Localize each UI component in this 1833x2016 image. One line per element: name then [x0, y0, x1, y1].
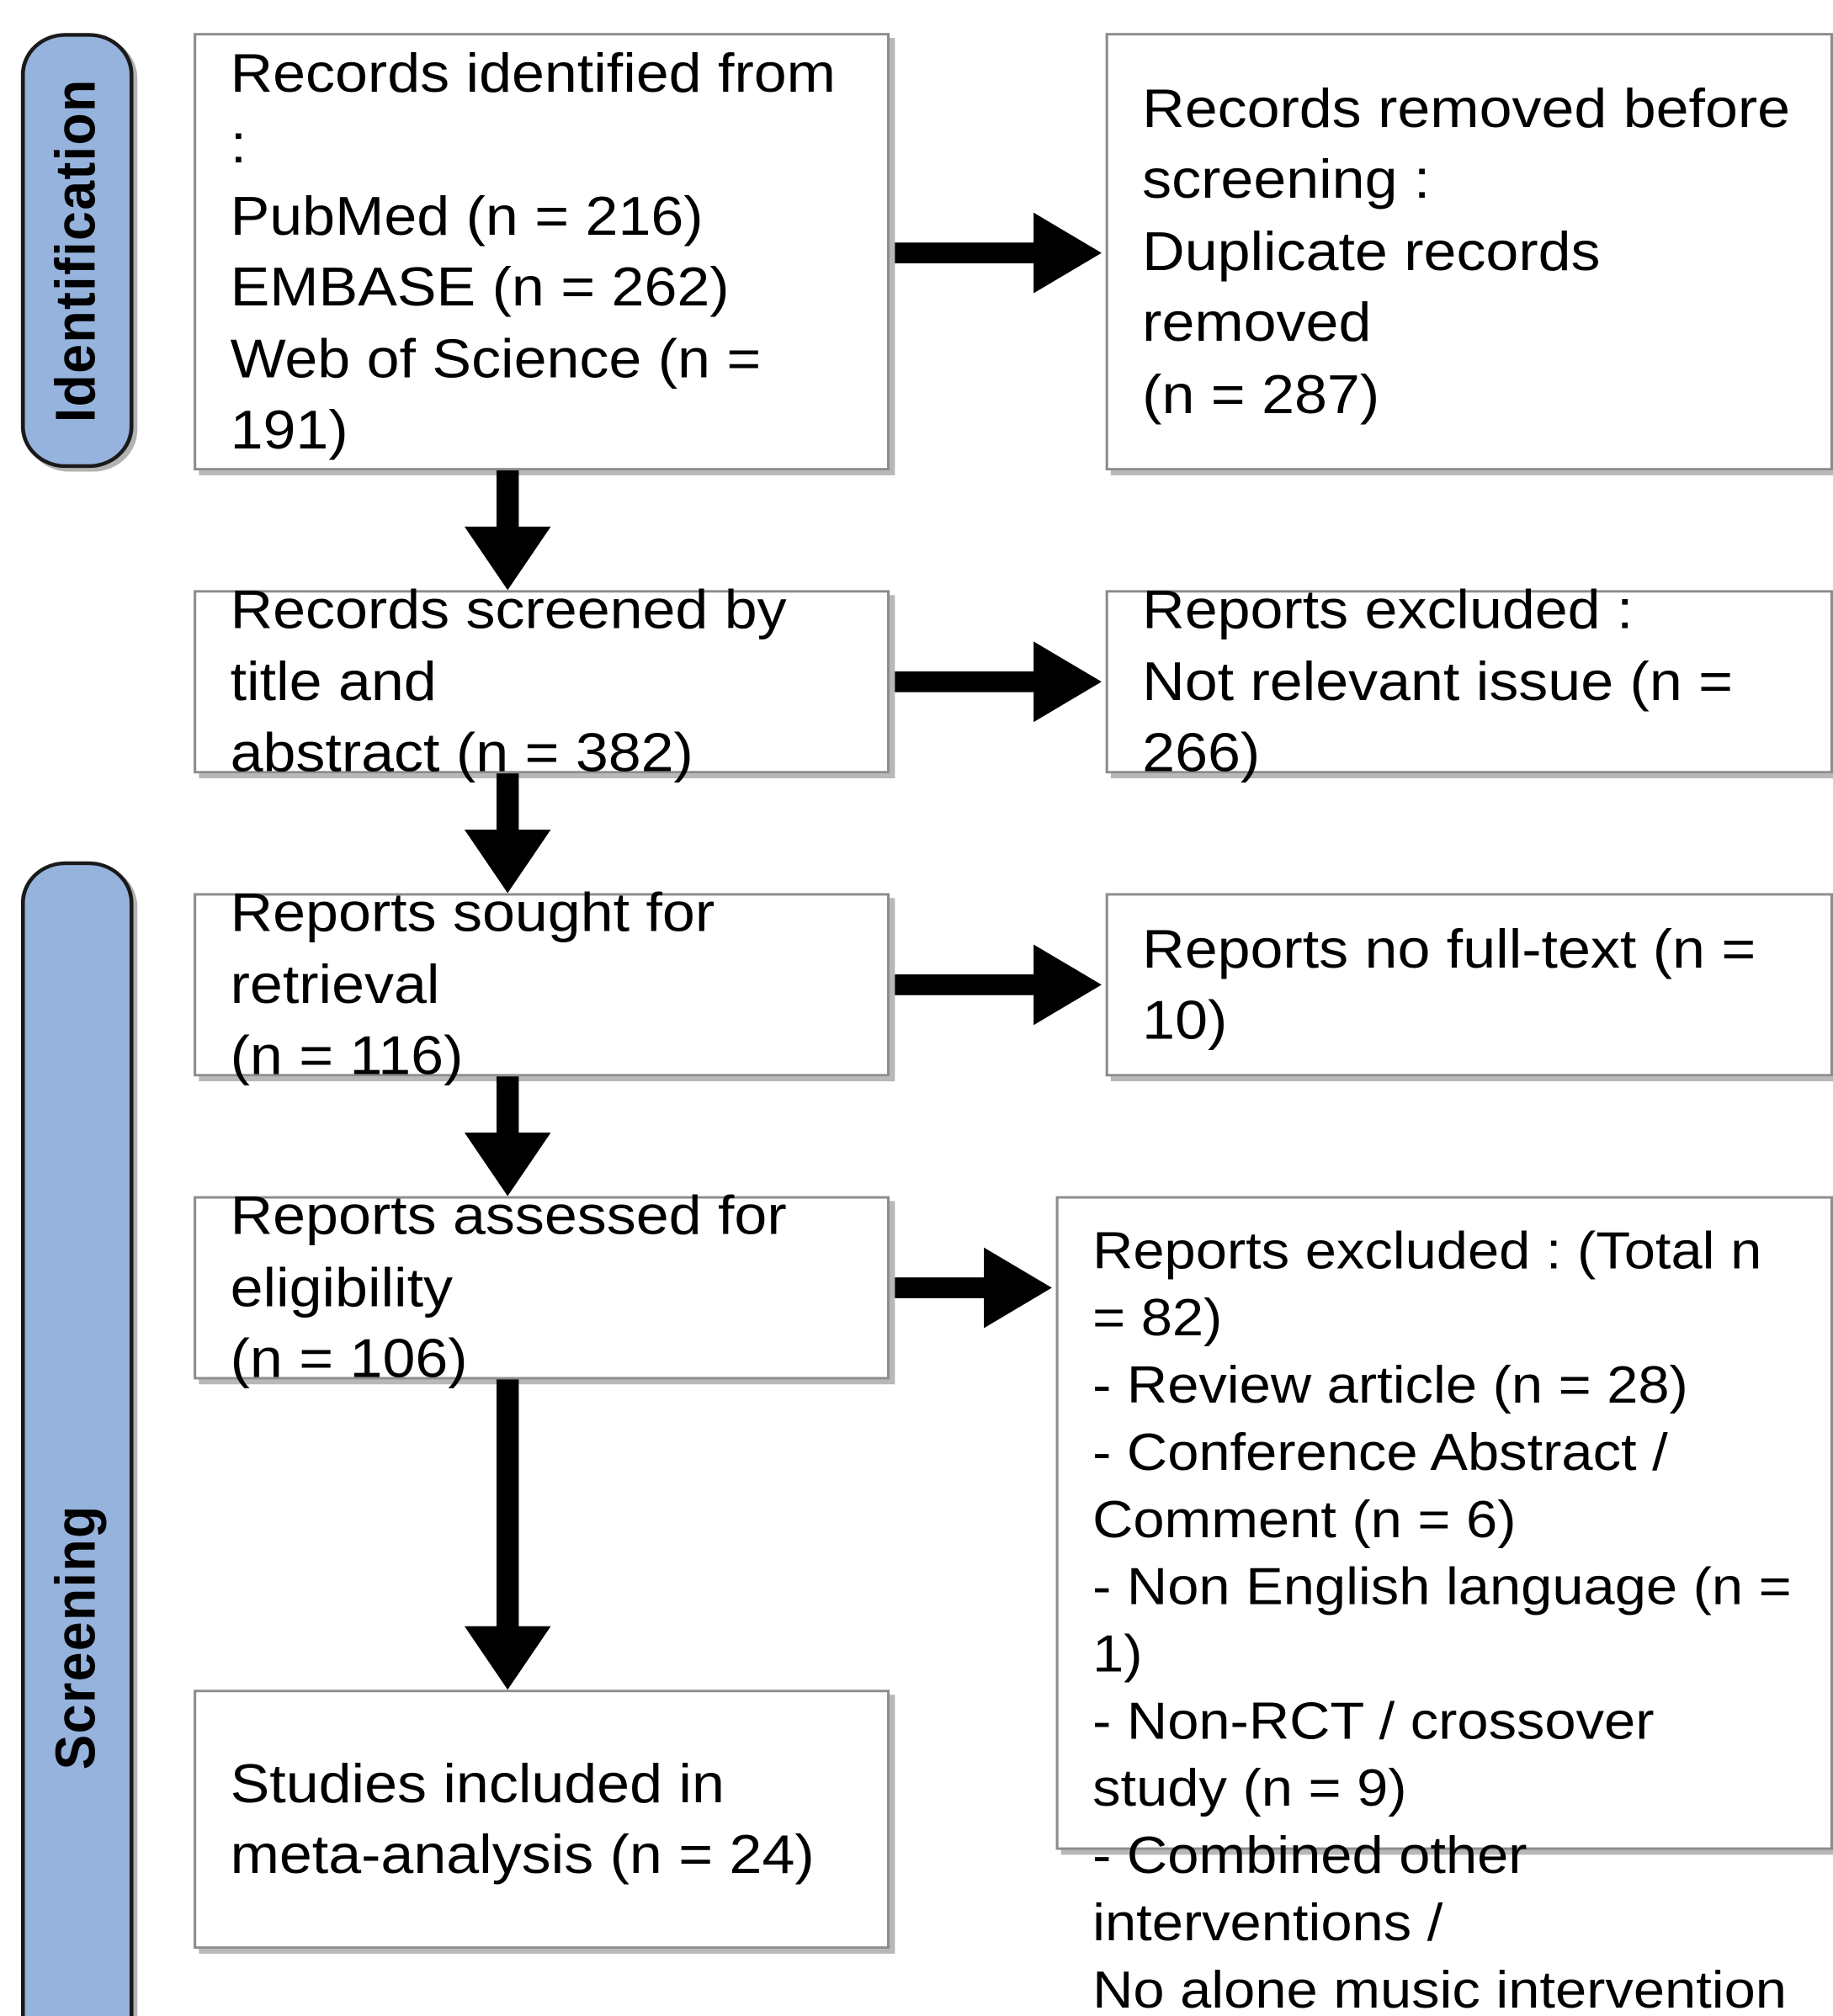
arrow-shaft [895, 974, 1039, 995]
box-reports-sought-text: Reports sought for retrieval (n = 116) [230, 881, 715, 1087]
arrow-shaft [895, 242, 1039, 263]
arrow-shaft [895, 671, 1039, 692]
arrow-head [1033, 641, 1102, 723]
arrow-shaft [496, 1076, 519, 1138]
arrow-head [464, 1133, 551, 1196]
box-records-screened: Records screened by title and abstract (… [194, 578, 890, 783]
box-reports-excluded-screening-text: Reports excluded : Not relevant issue (n… [1142, 578, 1734, 784]
box-records-removed: Records removed before screening : Dupli… [1105, 33, 1833, 471]
box-reports-assessed-text: Reports assessed for eligibility (n = 10… [230, 1184, 787, 1390]
stage-label-identification-text: Identification [45, 78, 109, 423]
box-reports-no-fulltext-text: Reports no full-text (n = 10) [1142, 916, 1756, 1051]
stage-label-identification: Identification [20, 33, 134, 469]
box-reports-assessed: Reports assessed for eligibility (n = 10… [194, 1184, 890, 1389]
arrow-head [1033, 212, 1102, 294]
box-records-identified: Records identified from : PubMed (n = 21… [194, 33, 890, 471]
box-reports-excluded-screening: Reports excluded : Not relevant issue (n… [1105, 578, 1833, 783]
arrow-shaft [496, 773, 519, 835]
box-studies-included: Studies included in meta-analysis (n = 2… [194, 1690, 890, 1950]
arrow-shaft [895, 1277, 990, 1298]
box-studies-included-text: Studies included in meta-analysis (n = 2… [230, 1751, 815, 1886]
stage-label-screening-text: Screening [45, 1504, 109, 1770]
arrow-head [1033, 944, 1102, 1026]
arrow-head [984, 1247, 1052, 1329]
box-records-identified-text: Records identified from : PubMed (n = 21… [230, 40, 836, 461]
box-reports-excluded-eligibility-text: Reports excluded : (Total n = 82) - Revi… [1092, 1222, 1792, 2016]
box-records-removed-text: Records removed before screening : Dupli… [1142, 77, 1791, 425]
box-reports-no-fulltext: Reports no full-text (n = 10) [1105, 893, 1833, 1077]
arrow-shaft [496, 470, 519, 532]
arrow-head [464, 829, 551, 894]
box-records-screened-text: Records screened by title and abstract (… [230, 578, 787, 784]
arrow-head [464, 1626, 551, 1690]
arrow-head [464, 526, 551, 591]
stage-label-screening: Screening [20, 861, 134, 2016]
box-reports-excluded-eligibility: Reports excluded : (Total n = 82) - Revi… [1055, 1196, 1833, 2016]
arrow-shaft [496, 1379, 519, 1631]
box-reports-sought: Reports sought for retrieval (n = 116) [194, 881, 890, 1086]
